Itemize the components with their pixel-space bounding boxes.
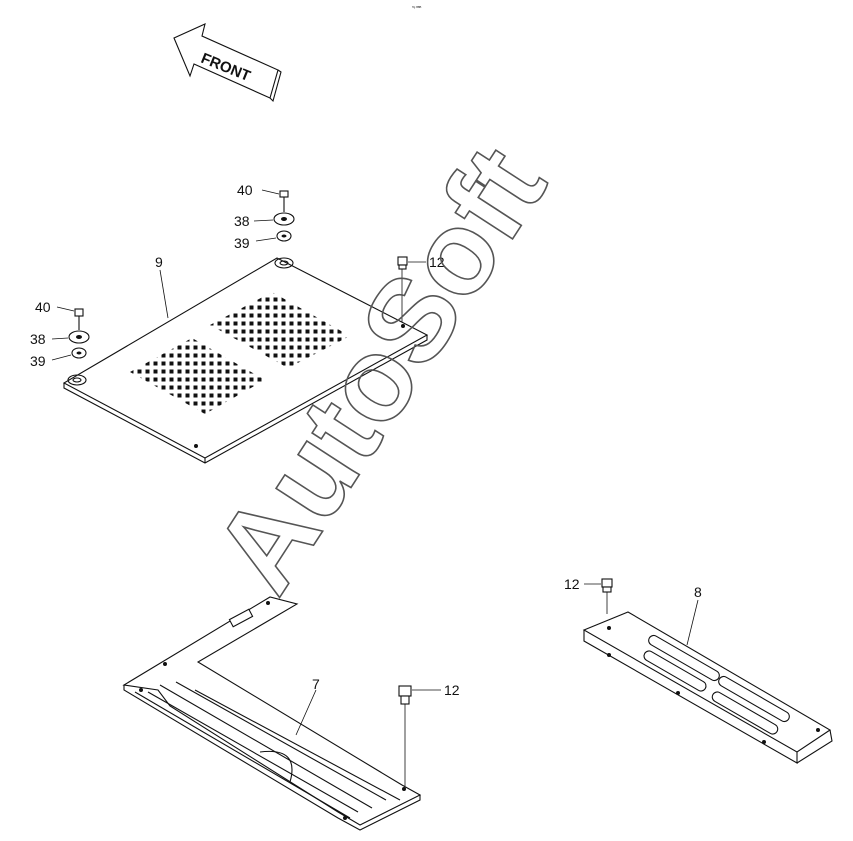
bolt-12-bottom (584, 578, 613, 614)
washer-39-top (255, 230, 292, 242)
callout-8: 8 (694, 584, 702, 600)
callout-39-top: 39 (234, 235, 250, 251)
callout-38-top: 38 (234, 213, 250, 229)
bracket-8 (582, 599, 833, 764)
callout-39-left: 39 (30, 353, 46, 369)
callout-12-top: 12 (429, 254, 445, 270)
leader-9 (159, 269, 169, 319)
leader-7 (295, 689, 317, 736)
washer-38-top (253, 212, 295, 226)
callout-40-left: 40 (35, 299, 51, 315)
cover-plate-9 (62, 257, 429, 464)
callout-40-top: 40 (237, 182, 253, 198)
callout-12-bottom: 12 (564, 576, 580, 592)
callout-38-left: 38 (30, 331, 46, 347)
bolt-12-top (397, 256, 426, 322)
bolt-40-top (261, 189, 289, 212)
floor-frame-7 (122, 596, 422, 831)
callout-7: 7 (312, 676, 320, 692)
washer-39-left (51, 347, 87, 361)
callout-9: 9 (155, 254, 163, 270)
front-arrow-icon: FRONT (173, 23, 282, 103)
washer-38-left (51, 330, 90, 344)
bolt-40-left (56, 306, 84, 330)
callout-12-mid: 12 (444, 682, 460, 698)
bolt-12-mid (398, 685, 441, 786)
header-mark: ᴴᵍ ᴮᴮᴮ (412, 5, 422, 10)
